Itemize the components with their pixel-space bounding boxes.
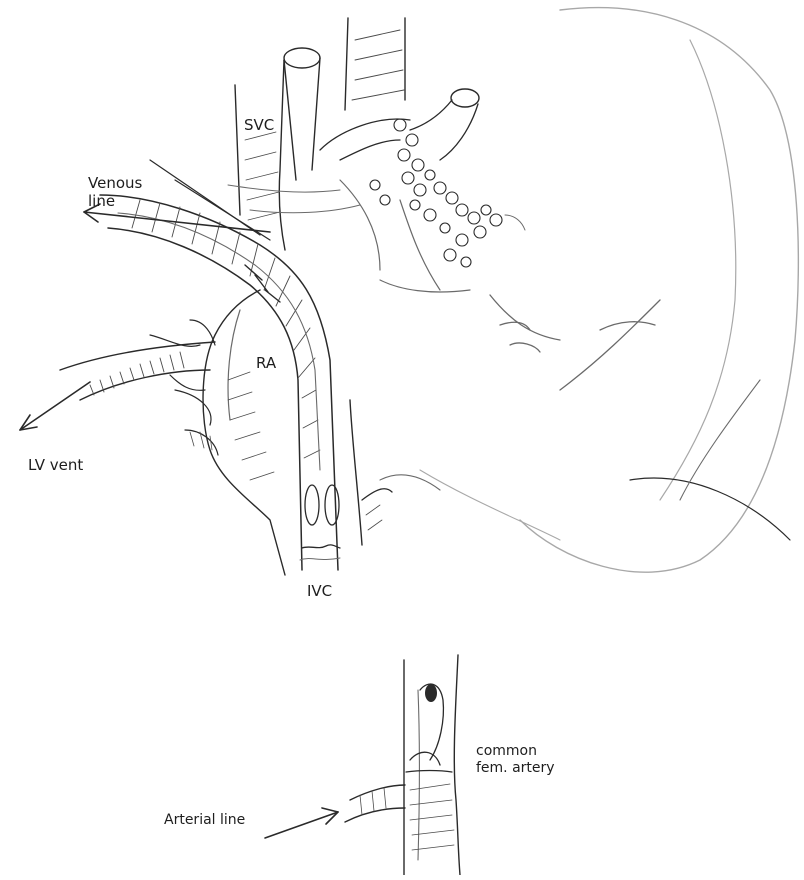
lv-vent-line: [20, 320, 218, 455]
right-atrium: [203, 290, 392, 575]
great-vessels: [284, 18, 525, 292]
svc-vessel: [150, 60, 360, 250]
common-fem-artery-label: common fem. artery: [476, 743, 555, 777]
lv-vent-label: LV vent: [28, 457, 83, 474]
ivc-label: IVC: [307, 583, 332, 600]
venous-cannula: [84, 195, 340, 570]
heart-outline: [380, 8, 798, 573]
ra-label: RA: [256, 355, 276, 372]
arterial-line-label: Arterial line: [164, 812, 245, 829]
svc-label: SVC: [244, 117, 274, 134]
femoral-artery: [265, 655, 460, 875]
venous-line-label: Venous line: [88, 174, 142, 210]
